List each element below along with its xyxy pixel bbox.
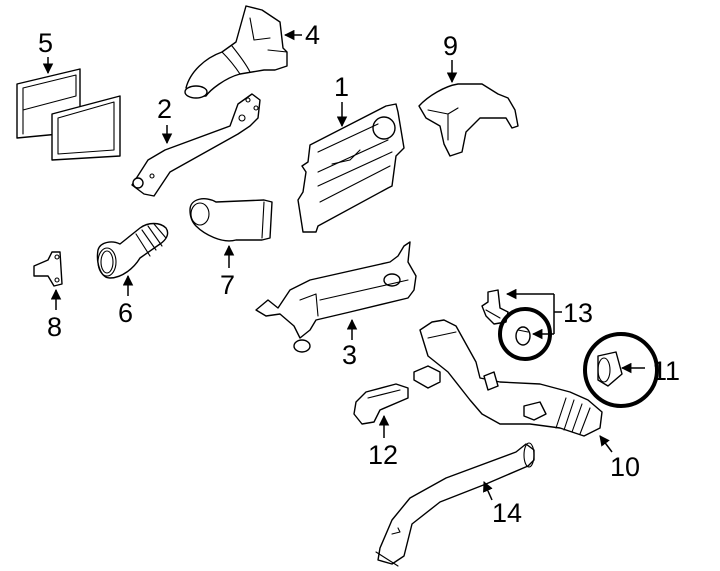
callout-7: 7: [220, 244, 235, 300]
part-10-outlet-duct[interactable]: [413, 319, 603, 437]
callout-11: 11: [620, 356, 680, 386]
callout-4-label: 4: [305, 20, 320, 50]
part-13-grommet[interactable]: [515, 326, 531, 346]
callout-6: 6: [118, 274, 134, 328]
part-6-intake-hose[interactable]: [96, 222, 169, 279]
callout-11-label: 11: [652, 356, 680, 386]
part-8-sensor-bracket[interactable]: [33, 251, 63, 287]
callout-14: 14: [483, 481, 522, 528]
callout-13-label: 13: [563, 298, 593, 328]
callout-10-label: 10: [610, 452, 640, 482]
callout-2-label: 2: [157, 94, 172, 124]
part-11-clamp-ring[interactable]: [597, 351, 623, 387]
callout-8-label: 8: [47, 312, 62, 342]
callout-14-label: 14: [492, 498, 522, 528]
callout-12-label: 12: [368, 440, 398, 470]
callout-12: 12: [368, 414, 398, 470]
part-12-maf-sensor[interactable]: [353, 383, 409, 425]
callout-9-label: 9: [443, 31, 458, 61]
callout-5-label: 5: [38, 28, 53, 58]
highlight-circle-11: [583, 332, 659, 408]
callout-1-label: 1: [334, 72, 349, 102]
part-14-duct-pipe[interactable]: [375, 442, 535, 567]
part-5-filter-element[interactable]: [16, 68, 121, 161]
part-3-lower-housing[interactable]: [255, 241, 417, 353]
callout-1: 1: [334, 72, 349, 128]
part-9-cover[interactable]: [418, 83, 519, 157]
callout-5: 5: [38, 28, 54, 75]
callout-13: 13: [505, 288, 593, 340]
callout-7-label: 7: [220, 270, 235, 300]
part-2-mounting-bracket[interactable]: [131, 93, 261, 197]
part-13-sensor[interactable]: [481, 289, 509, 325]
callout-9: 9: [443, 31, 458, 84]
callout-3: 3: [342, 318, 358, 370]
callout-4: 4: [283, 20, 320, 50]
callout-3-label: 3: [342, 340, 357, 370]
callout-10: 10: [599, 435, 640, 482]
callout-8: 8: [47, 288, 62, 342]
part-4-throttle-adapter[interactable]: [184, 5, 288, 99]
callout-2: 2: [157, 94, 173, 145]
part-1-air-cleaner-housing[interactable]: [297, 103, 405, 233]
callout-6-label: 6: [118, 298, 133, 328]
part-7-inlet-duct[interactable]: [189, 198, 273, 242]
